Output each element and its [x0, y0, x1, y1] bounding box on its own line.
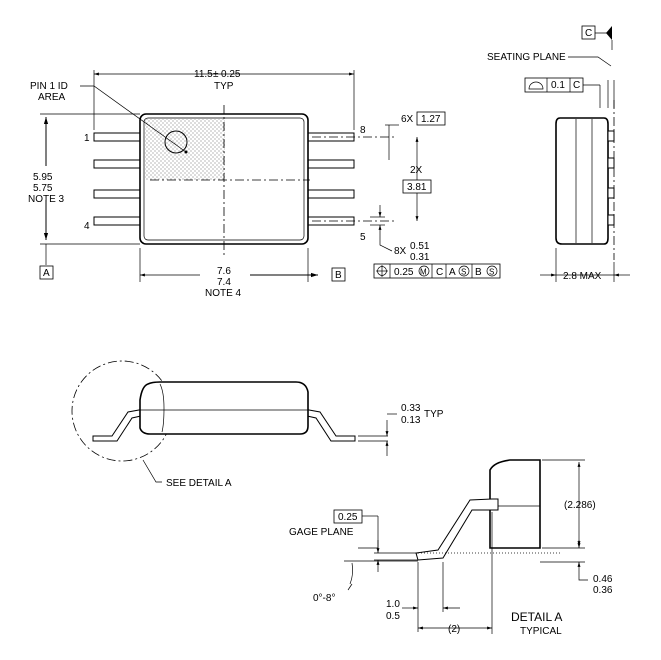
lead-width-count: 8X	[394, 246, 407, 257]
left-leads	[93, 132, 141, 226]
foot-min: 0.36	[593, 585, 613, 596]
pin-1-label: 1	[84, 133, 90, 144]
length-dim: 11.5	[194, 69, 213, 80]
detail-title: DETAIL A	[511, 610, 562, 624]
detail-a: (2.286) 0.46 0.36 0.25 GAGE PLANE 0°-8° …	[289, 459, 613, 637]
fcf-datum-a: A	[449, 267, 456, 278]
pin-8-label: 8	[360, 125, 366, 136]
span-value: 3.81	[407, 182, 427, 193]
length-max: 1.0	[386, 599, 400, 610]
datum-b-box	[331, 267, 346, 282]
height-min: 5.75	[33, 183, 53, 194]
seating-plane-label: SEATING PLANE	[487, 52, 566, 63]
width-note: NOTE 4	[205, 288, 242, 299]
standoff-value: (2.286)	[564, 500, 596, 511]
side-height-max: 2.8 MAX	[563, 271, 602, 282]
side-view: C SEATING PLANE 0.1 C 2.8 MAX	[487, 25, 630, 282]
pin1-marker	[164, 130, 188, 154]
gage-value: 0.25	[338, 512, 358, 523]
lead-width-max: 0.51	[410, 241, 430, 252]
pin-4-label: 4	[84, 221, 90, 232]
pitch-count: 6X	[401, 114, 414, 125]
detail-body	[489, 459, 541, 549]
pitch-box	[416, 111, 446, 126]
detail-subtitle: TYPICAL	[520, 626, 562, 637]
gage-value-box	[333, 509, 363, 524]
pitch-value: 1.27	[421, 114, 441, 125]
thickness-max: 0.33	[401, 403, 421, 414]
datum-a: A	[43, 268, 50, 279]
detail-lead	[415, 498, 499, 561]
fcf-position: 0.25	[394, 267, 414, 278]
profile-icon	[528, 81, 544, 90]
span-box	[402, 179, 432, 194]
flatness-datum: C	[573, 80, 580, 91]
angle-label: 0°-8°	[313, 593, 335, 604]
flatness-value: 0.1	[551, 80, 565, 91]
front-body	[139, 381, 309, 435]
span-count: 2X	[410, 165, 423, 176]
thickness-min: 0.13	[401, 415, 421, 426]
fcf-mod-m: M	[420, 268, 427, 277]
pin-5-label: 5	[360, 232, 366, 243]
front-view: 0.33 0.13 TYP SEE DETAIL A	[71, 360, 444, 489]
top-view: PIN 1 ID AREA 11.5 ± 0.25 TYP 5.95 5.75 …	[28, 69, 501, 299]
width-min: 7.4	[217, 277, 231, 288]
fcf-datum-b: B	[475, 267, 482, 278]
height-note: NOTE 3	[28, 194, 65, 205]
length-tol: ±	[213, 69, 219, 80]
foot-max: 0.46	[593, 574, 613, 585]
position-tolerance-frame: 0.25 M C A S B S	[373, 263, 501, 279]
thickness-typ: TYP	[424, 409, 444, 420]
ref-length: (2)	[448, 624, 460, 635]
side-body	[555, 117, 609, 245]
right-leads	[307, 132, 355, 226]
fcf-mod-s1: S	[461, 268, 466, 277]
see-detail-label: SEE DETAIL A	[166, 478, 232, 489]
length-min: 0.5	[386, 611, 400, 622]
fcf-mod-s2: S	[489, 268, 494, 277]
width-max: 7.6	[217, 266, 231, 277]
pin1-area-label: AREA	[38, 92, 66, 103]
length-typ: TYP	[214, 81, 234, 92]
datum-a-box	[39, 265, 54, 280]
gage-plane-label: GAGE PLANE	[289, 527, 354, 538]
datum-c-box	[581, 25, 596, 40]
length-tol-value: 0.25	[221, 69, 241, 80]
pin1-area	[145, 119, 225, 180]
height-max: 5.95	[33, 172, 53, 183]
datum-c: C	[585, 28, 592, 39]
datum-b: B	[335, 270, 342, 281]
fcf-datum-c: C	[436, 267, 443, 278]
lead-width-min: 0.31	[410, 252, 430, 263]
pin1-id-label: PIN 1 ID	[30, 81, 68, 92]
